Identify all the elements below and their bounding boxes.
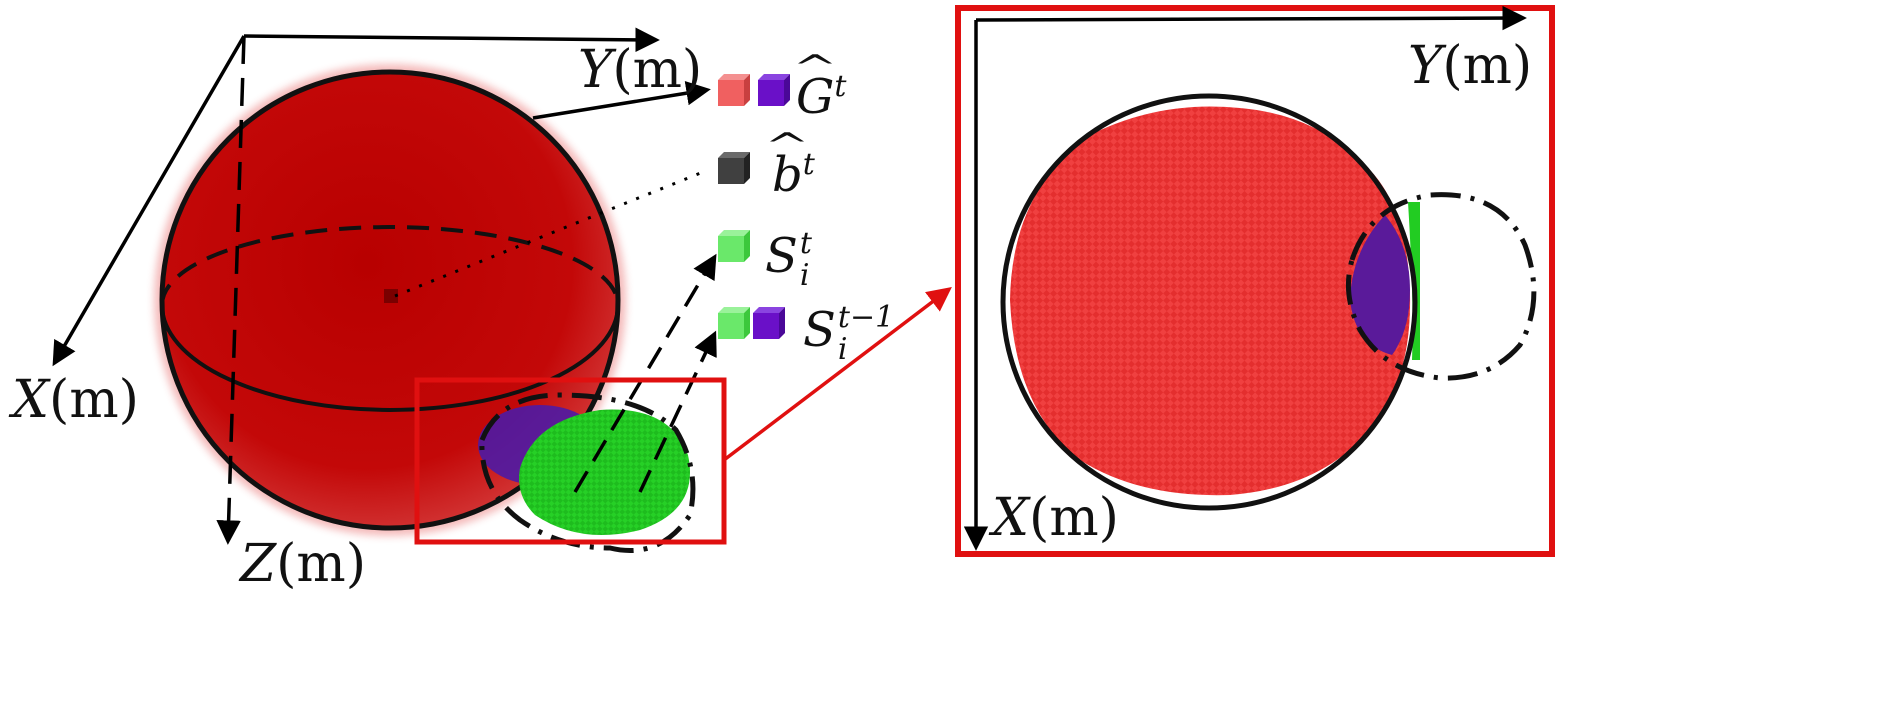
left-3d-panel (52, 27, 952, 554)
zoom-box (414, 377, 727, 545)
green-segment (519, 409, 690, 535)
legend-G-hat-label: Gt (796, 72, 846, 122)
segment-dash-outline (479, 392, 696, 554)
left-z-axis-label: Z(m) (240, 534, 367, 594)
top-segment-dash-outline (1345, 192, 1537, 381)
left-y-axis-label: Y(m) (578, 40, 703, 100)
top-sphere-outline (1000, 93, 1418, 511)
sphere-equator-front (160, 304, 620, 412)
sphere-equator-back (160, 225, 620, 306)
cube-G-red (718, 74, 750, 106)
top-purple-region (1350, 215, 1410, 355)
leader-to-S-t-1 (638, 330, 717, 493)
legend-b-hat-label: bt (772, 150, 815, 200)
leader-to-S-t (573, 253, 717, 493)
left-x-axis-label: X(m) (12, 370, 139, 430)
top-y-axis-line (975, 5, 1527, 31)
leader-to-G (532, 81, 711, 120)
right-x-axis-label: X(m) (992, 488, 1119, 548)
cube-S-t-green (718, 230, 750, 262)
cube-S-t-1-purple (753, 307, 785, 339)
right-top-view-panel (955, 5, 1555, 557)
zoom-connector-arrow (722, 287, 952, 462)
right-y-axis-label: Y(m) (1408, 36, 1533, 96)
z-axis-line (216, 35, 246, 545)
cube-S-t-1-green (718, 307, 750, 339)
y-axis-line (243, 27, 660, 53)
legend-cubes (718, 74, 790, 339)
cube-b-gray (718, 152, 750, 184)
x-axis-line (52, 35, 246, 367)
cube-G-purple (758, 74, 790, 106)
sphere-center-marker (384, 289, 398, 303)
top-red-disk (1010, 106, 1411, 496)
